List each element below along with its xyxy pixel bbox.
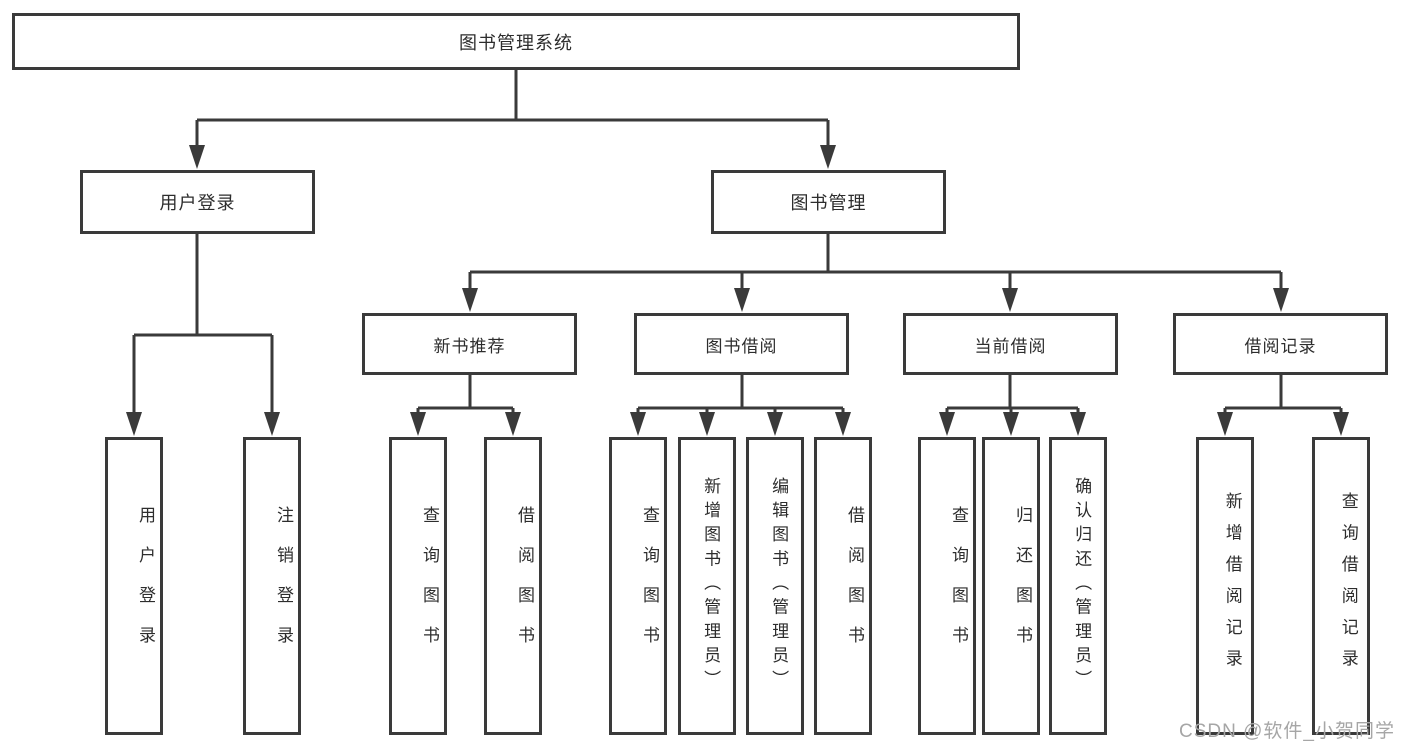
- node-label: 新书推荐: [433, 336, 506, 356]
- arrowhead-icon: [734, 288, 750, 312]
- node-label: 用户登录: [159, 193, 236, 213]
- leaf-bb-add-books-admin: 新增图书（管理员）: [678, 437, 736, 735]
- arrowhead-icon: [410, 412, 426, 436]
- connector-book-borrowing-to-leaves: [636, 375, 845, 412]
- node-label: 当前借阅: [974, 336, 1047, 356]
- csdn-watermark: CSDN @软件_小贺同学: [1179, 721, 1395, 742]
- leaf-cb-return-books: 归还图书: [982, 437, 1040, 735]
- node-book-borrowing: 图书借阅: [634, 313, 849, 375]
- node-label: 图书管理系统: [459, 32, 573, 53]
- node-label: 图书借阅: [705, 336, 778, 356]
- leaf-br-add-borrow-record: 新增借阅记录: [1196, 437, 1254, 735]
- node-current-borrowing: 当前借阅: [903, 313, 1118, 375]
- arrowhead-icon: [699, 412, 715, 436]
- node-label: 查询借阅记录: [1338, 491, 1358, 681]
- node-label: 图书管理: [790, 193, 867, 213]
- leaf-nbr-query-books: 查询图书: [389, 437, 447, 735]
- arrowhead-icon: [1273, 288, 1289, 312]
- leaf-nbr-borrow-books: 借阅图书: [484, 437, 542, 735]
- arrowhead-icon: [462, 288, 478, 312]
- arrowhead-icon: [1002, 288, 1018, 312]
- leaf-cb-confirm-return-admin: 确认归还（管理员）: [1049, 437, 1107, 735]
- arrowhead-icon: [835, 412, 851, 436]
- leaf-bb-borrow-books: 借阅图书: [814, 437, 872, 735]
- node-book-management: 图书管理: [711, 170, 946, 234]
- connector-current-borrowing-to-leaves: [945, 375, 1080, 412]
- node-label: 新增借阅记录: [1222, 491, 1242, 681]
- connector-user-login-to-leaves: [132, 234, 274, 412]
- node-label: 新增图书（管理员）: [701, 477, 721, 695]
- connector-book-management-to-level2: [468, 234, 1283, 288]
- arrowhead-icon: [767, 412, 783, 436]
- node-label: 确认归还（管理员）: [1072, 477, 1092, 695]
- leaf-bb-query-books: 查询图书: [609, 437, 667, 735]
- leaf-user-login: 用户登录: [105, 437, 163, 735]
- arrowhead-icon: [939, 412, 955, 436]
- node-label: 查询图书: [419, 506, 439, 666]
- arrowhead-icon: [1003, 412, 1019, 436]
- leaf-cb-query-books: 查询图书: [918, 437, 976, 735]
- node-label: 用户登录: [135, 506, 155, 666]
- arrowhead-icon: [189, 145, 205, 169]
- connector-root-to-level1: [195, 70, 830, 145]
- connector-borrowing-records-to-leaves: [1223, 375, 1343, 412]
- arrowhead-icon: [820, 145, 836, 169]
- node-label: 归还图书: [1012, 506, 1032, 666]
- arrowhead-icon: [630, 412, 646, 436]
- connector-new-book-recommend-to-leaves: [416, 375, 515, 412]
- node-label: 编辑图书（管理员）: [769, 477, 789, 695]
- node-label: 查询图书: [639, 506, 659, 666]
- arrowhead-icon: [264, 412, 280, 436]
- node-user-login: 用户登录: [80, 170, 315, 234]
- leaf-bb-edit-books-admin: 编辑图书（管理员）: [746, 437, 804, 735]
- node-new-book-recommend: 新书推荐: [362, 313, 577, 375]
- node-label: 借阅记录: [1244, 336, 1317, 356]
- arrowhead-icon: [1333, 412, 1349, 436]
- node-label: 借阅图书: [844, 506, 864, 666]
- arrowhead-icon: [1070, 412, 1086, 436]
- leaf-br-query-borrow-record: 查询借阅记录: [1312, 437, 1370, 735]
- node-borrowing-records: 借阅记录: [1173, 313, 1388, 375]
- node-label: 注销登录: [273, 506, 293, 666]
- arrowhead-icon: [126, 412, 142, 436]
- arrowhead-icon: [1217, 412, 1233, 436]
- leaf-logout-login: 注销登录: [243, 437, 301, 735]
- node-label: 查询图书: [948, 506, 968, 666]
- arrowhead-icon: [505, 412, 521, 436]
- node-label: 借阅图书: [514, 506, 534, 666]
- node-library-management-system: 图书管理系统: [12, 13, 1020, 70]
